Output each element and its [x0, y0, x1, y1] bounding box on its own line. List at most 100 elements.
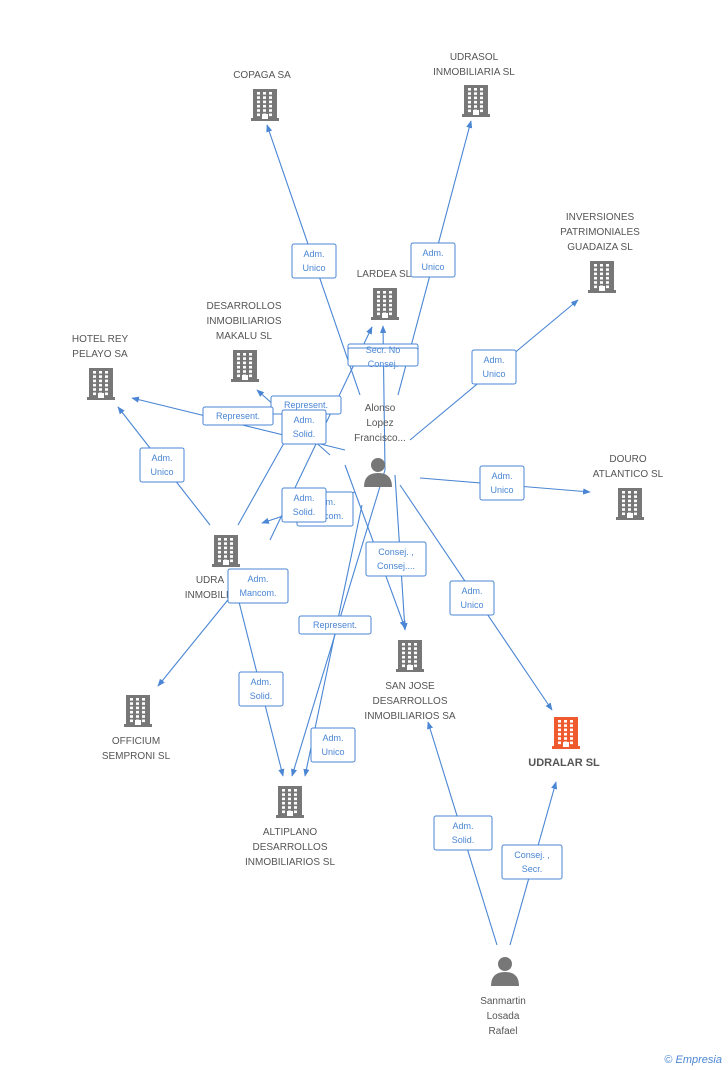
edge-label-udra-to-makalu[interactable]: Adm. Solid. [281, 409, 327, 445]
brand-name: Empresia [675, 1054, 722, 1066]
edge-label-text: Adm. [250, 677, 271, 687]
edge-label-text: Adm. [322, 733, 343, 743]
node-udra[interactable]: UDRA INMOBILIA [185, 535, 240, 601]
person-icon [364, 458, 392, 487]
edge-label-text: Adm. [483, 355, 504, 365]
edge-label-text: Secr. [522, 864, 543, 874]
node-label: OFFICIUM [112, 736, 160, 747]
node-label: COPAGA SA [233, 70, 291, 81]
node-label: DESARROLLOS [372, 696, 447, 707]
edge-label-box [471, 349, 517, 385]
edge-label-text: Solid. [452, 835, 475, 845]
node-label: UDRALAR SL [528, 757, 600, 769]
edge-label-sanjose-to-altiplano[interactable]: Adm.Solid. [433, 815, 493, 851]
edge-label-text: Solid. [250, 691, 273, 701]
node-copaga[interactable]: COPAGA SA [233, 70, 291, 121]
node-udralar[interactable]: UDRALAR SL [528, 717, 600, 769]
edge-label-alonso-to-douro[interactable]: Adm. Unico [479, 465, 525, 501]
edge-label-text: Adm. [461, 586, 482, 596]
edge-label-udra-to-sanjose[interactable]: Adm. Unico [310, 727, 356, 763]
edge-label-udra-to-hotel[interactable]: Adm. Unico [139, 447, 185, 483]
copyright-icon: © [664, 1054, 673, 1066]
edge-label-alonso-to-inversiones[interactable]: Adm.Unico [471, 349, 517, 385]
node-label: DESARROLLOS [252, 842, 327, 853]
edge-label-text: Adm. [151, 453, 172, 463]
edge-label-text: Adm. [247, 574, 268, 584]
node-label: Sanmartin [480, 996, 526, 1007]
node-label: Lopez [366, 418, 393, 429]
edge-label-box [410, 242, 456, 278]
edge-label-text: Secr. No [366, 345, 401, 355]
edge-label-box [449, 580, 495, 616]
edge-label-text: Unico [321, 747, 344, 757]
edge-label-alonso-to-udralar[interactable]: Adm. Unico [449, 580, 495, 616]
edge-label-text: Mancom. [239, 588, 276, 598]
node-label: UDRASOL [450, 52, 499, 63]
edge-label-alonso-to-hotel[interactable]: Represent. [202, 406, 274, 426]
building-icon [396, 640, 424, 672]
edge-label-box [479, 465, 525, 501]
node-label: ATLANTICO SL [593, 469, 664, 480]
node-label: INMOBILIA [185, 590, 236, 601]
edge-label-text: Solid. [293, 429, 316, 439]
edge-label-box [238, 671, 284, 707]
edge-label-box [310, 727, 356, 763]
node-label: Alonso [365, 403, 396, 414]
edge-label-udra-to-officium[interactable]: Adm. Mancom. [227, 568, 289, 604]
node-label: ALTIPLANO [263, 827, 317, 838]
node-label: GUADAIZA SL [567, 242, 633, 253]
watermark: ©Empresia [664, 1054, 722, 1066]
node-label: DOURO [609, 454, 646, 465]
edge-label-text: Consej. , [378, 547, 414, 557]
node-sanjose[interactable]: SAN JOSE DESARROLLOS INMOBILIARIOS SA [364, 640, 456, 722]
edge-label-udra-to-lardea[interactable]: Adm.Solid. [281, 487, 327, 523]
edge-label-alonso-to-altiplano[interactable]: Represent. [298, 615, 372, 635]
edge-label-text: Adm. [293, 493, 314, 503]
node-douro[interactable]: DOURO ATLANTICO SL [593, 454, 664, 520]
node-label: PATRIMONIALES [560, 227, 640, 238]
node-label: Francisco... [354, 433, 406, 444]
edge-label-box [281, 409, 327, 445]
node-label: SEMPRONI SL [102, 751, 171, 762]
edge-label-text: Unico [460, 600, 483, 610]
node-label: SAN JOSE [385, 681, 435, 692]
building-icon [552, 717, 580, 749]
edge-label-sanmartin-to-sanjose[interactable]: Consej. , Secr. [501, 844, 563, 880]
edge-label-alonso-to-sanjose[interactable]: Consej. , Consej.... [365, 541, 427, 577]
edge-label-text: Unico [490, 485, 513, 495]
building-icon [462, 85, 490, 117]
edge-label-text: Adm. [293, 415, 314, 425]
building-icon [124, 695, 152, 727]
edge-label-box [298, 615, 372, 635]
edge-label-text: Consej. , [514, 850, 550, 860]
node-label: INMOBILIARIOS SA [364, 711, 455, 722]
node-label: MAKALU SL [216, 331, 273, 342]
edge-udra-to-officium [157, 584, 241, 687]
edge-label-text: Unico [150, 467, 173, 477]
edge-label-udra-to-altiplano[interactable]: Adm. Solid. [238, 671, 284, 707]
node-label: UDRA [196, 575, 225, 586]
building-icon [616, 488, 644, 520]
edge-label-text: Adm. [422, 248, 443, 258]
edge-label-box [501, 844, 563, 880]
edge-label-text: Consej.... [377, 561, 415, 571]
node-lardea[interactable]: LARDEA SL [357, 269, 412, 320]
edge-label-box [281, 487, 327, 523]
edge-label-text: Adm. [491, 471, 512, 481]
edge-labels-layer: Adm.UnicoAdm.UnicoAdm.UnicoRepresent.Rep… [139, 242, 563, 880]
edge-label-alonso-to-copaga[interactable]: Adm.Unico [291, 243, 337, 279]
building-icon [251, 89, 279, 121]
edge-label-alonso-to-udrasol[interactable]: Adm.Unico [410, 242, 456, 278]
node-label: Rafael [489, 1026, 518, 1037]
node-officium[interactable]: OFFICIUM SEMPRONI SL [102, 695, 171, 762]
node-label: INMOBILIARIOS [206, 316, 281, 327]
node-alonso[interactable]: AlonsoLopezFrancisco... [354, 403, 406, 487]
